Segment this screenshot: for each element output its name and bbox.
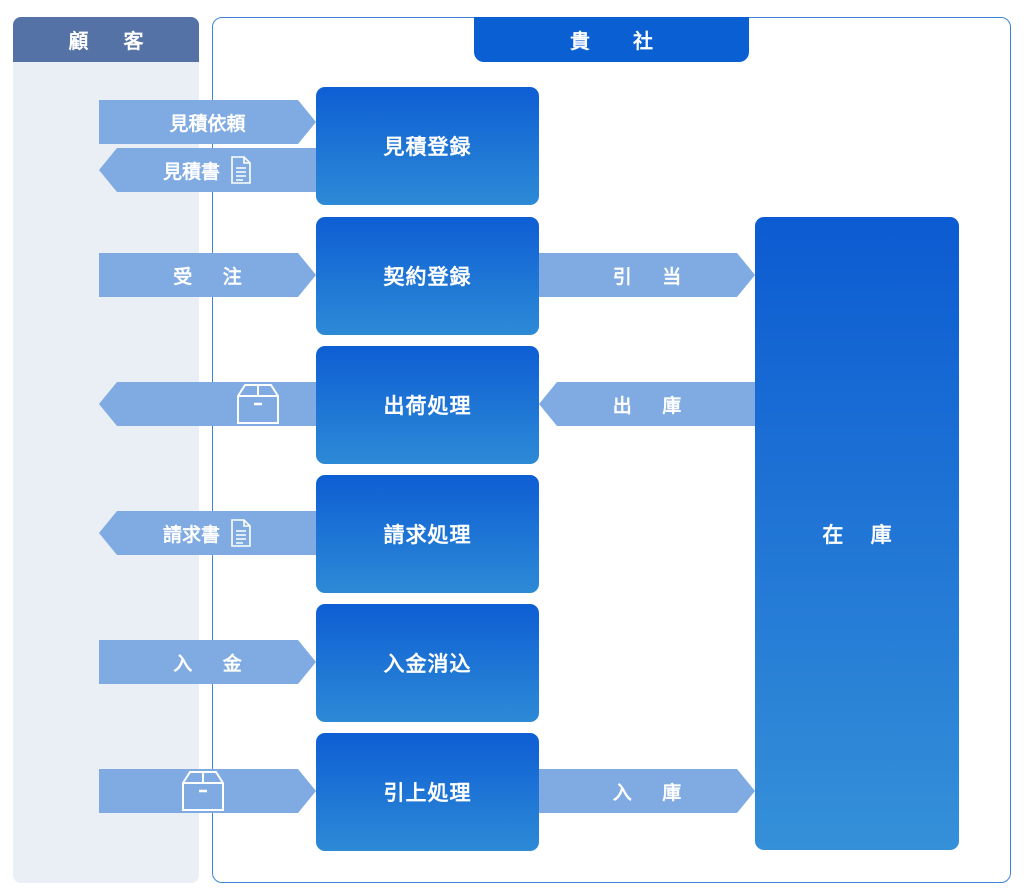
package-icon — [180, 769, 226, 813]
arrow-label: 引 当 — [612, 265, 694, 288]
arrow-estimate-request: 見積依頼 — [99, 100, 316, 144]
process-payment: 入金消込 — [316, 604, 539, 722]
arrow-invoice: 請求書 — [99, 511, 316, 555]
arrow-label: 入 金 — [173, 652, 254, 675]
arrow-label: 見積書 — [162, 160, 220, 183]
process-estimate: 見積登録 — [316, 87, 539, 205]
arrow-return-from-customer — [99, 769, 316, 813]
arrow-label: 請求書 — [162, 523, 220, 546]
package-icon — [235, 382, 281, 426]
arrow-label: 見積依頼 — [169, 112, 246, 135]
arrow-payment: 入 金 — [99, 640, 316, 684]
process-return: 引上処理 — [316, 733, 539, 851]
document-icon — [230, 519, 252, 547]
process-contract: 契約登録 — [316, 217, 539, 335]
customer-lane-header: 顧 客 — [13, 17, 199, 62]
document-icon — [230, 156, 252, 184]
arrow-stock-in: 入 庫 — [539, 769, 755, 813]
arrow-label: 出 庫 — [612, 394, 694, 417]
arrow-stock-out: 出 庫 — [539, 382, 755, 426]
customer-lane — [13, 17, 199, 883]
arrow-label: 受 注 — [173, 265, 254, 288]
arrow-order: 受 注 — [99, 253, 316, 297]
company-lane-header: 貴 社 — [474, 17, 749, 62]
arrow-allocation: 引 当 — [539, 253, 755, 297]
arrow-quotation: 見積書 — [99, 148, 316, 192]
process-shipping: 出荷処理 — [316, 346, 539, 464]
arrow-shipment-to-customer — [99, 382, 316, 426]
inventory-box: 在 庫 — [755, 217, 959, 850]
process-billing: 請求処理 — [316, 475, 539, 593]
arrow-label: 入 庫 — [612, 781, 694, 804]
